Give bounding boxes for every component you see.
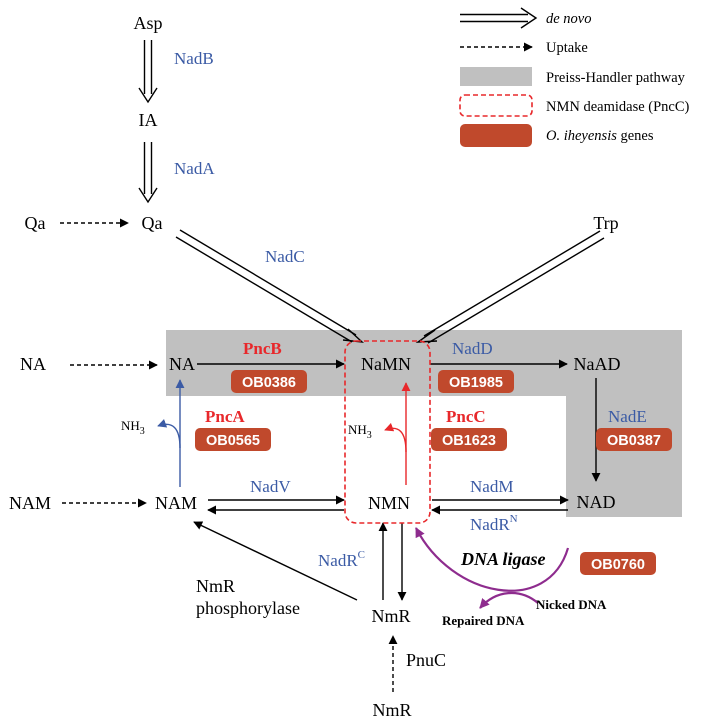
enzymes: NadB NadA NadC PncB NadD PncA PncC NadE … <box>174 49 647 670</box>
svg-text:OB0386: OB0386 <box>242 375 296 391</box>
node-naad: NaAD <box>574 354 621 374</box>
dna-ligase-substrate-arc <box>479 591 539 609</box>
svg-text:OB0760: OB0760 <box>591 557 645 573</box>
legend-preiss-swatch <box>460 67 532 86</box>
node-nmr-bottom: NmR <box>372 700 411 720</box>
legend-pncc-swatch <box>459 94 533 117</box>
enzyme-nadm: NadM <box>470 477 513 496</box>
gene-ob0387: OB0387 <box>596 428 672 451</box>
node-nh3-pnca: NH3 <box>121 418 145 437</box>
legend-denovo-label: de novo <box>546 11 592 27</box>
dna-ligase-arc <box>415 527 570 592</box>
enzyme-nmr-phosphorylase: NmR <box>196 576 235 596</box>
label-repaired-dna: Repaired DNA <box>442 613 525 628</box>
node-trp: Trp <box>593 213 618 233</box>
legend-pncc-label: NMN deamidase (PncC) <box>546 99 690 115</box>
node-na: NA <box>169 354 195 374</box>
gene-ob0565: OB0565 <box>195 428 271 451</box>
legend-denovo-arrow <box>460 7 538 29</box>
legend-genes-label: O. iheyensis genes <box>546 128 654 144</box>
enzyme-nadc: NadC <box>265 247 305 266</box>
enzyme-dna-ligase: DNA ligase <box>460 549 546 569</box>
node-nmn: NMN <box>368 493 410 513</box>
gene-boxes: OB0386 OB1985 OB0565 OB1623 OB0387 OB076… <box>195 370 672 575</box>
enzyme-nade: NadE <box>608 407 647 426</box>
nodes: Asp IA Qa Qa Trp NA NA NaMN NaAD NAM NAM… <box>9 13 621 720</box>
svg-text:OB1623: OB1623 <box>442 433 496 449</box>
label-nicked-dna: Nicked DNA <box>536 597 607 612</box>
enzyme-pnuc: PnuC <box>406 650 446 670</box>
enzyme-pnca: PncA <box>205 407 245 426</box>
arrow-nmr-nam <box>193 521 358 601</box>
arrow-trp-namn <box>415 230 605 344</box>
enzyme-pncb: PncB <box>243 339 282 358</box>
legend: de novo Uptake Preiss-Handler pathway NM… <box>459 7 690 147</box>
node-qa-left: Qa <box>25 213 46 233</box>
node-nh3-pncc: NH3 <box>348 422 372 441</box>
node-na-left: NA <box>20 354 46 374</box>
enzyme-nadd: NadD <box>452 339 493 358</box>
svg-text:OB0387: OB0387 <box>607 433 661 449</box>
node-nam: NAM <box>155 493 197 513</box>
enzyme-nadr-n: NadRN <box>470 513 518 534</box>
node-ia: IA <box>139 110 158 130</box>
arrow-ia-qa <box>138 142 158 204</box>
svg-text:OB0565: OB0565 <box>206 433 260 449</box>
node-qa: Qa <box>142 213 163 233</box>
gene-ob0760: OB0760 <box>580 552 656 575</box>
legend-preiss-label: Preiss-Handler pathway <box>546 70 686 86</box>
node-nad: NAD <box>577 492 616 512</box>
legend-uptake-label: Uptake <box>546 40 588 56</box>
enzyme-pncc: PncC <box>446 407 486 426</box>
enzyme-nada: NadA <box>174 159 215 178</box>
enzyme-nadr-c: NadRC <box>318 549 365 570</box>
gene-ob1623: OB1623 <box>431 428 507 451</box>
node-nmr: NmR <box>371 606 410 626</box>
legend-genes-swatch <box>460 124 532 147</box>
arrow-pncc-nh3 <box>384 422 407 453</box>
node-nam-left: NAM <box>9 493 51 513</box>
gene-ob0386: OB0386 <box>231 370 307 393</box>
gene-ob1985: OB1985 <box>438 370 514 393</box>
arrow-asp-ia <box>138 40 158 104</box>
pncc-dashed-box <box>344 340 431 524</box>
enzyme-nadb: NadB <box>174 49 214 68</box>
enzyme-nmr-phosphorylase-2: phosphorylase <box>196 598 300 618</box>
node-asp: Asp <box>133 13 162 33</box>
arrow-pnca-nh3 <box>157 419 181 449</box>
node-namn: NaMN <box>361 354 411 374</box>
svg-text:OB1985: OB1985 <box>449 375 503 391</box>
arrow-qa-namn <box>175 229 365 343</box>
enzyme-nadv: NadV <box>250 477 291 496</box>
